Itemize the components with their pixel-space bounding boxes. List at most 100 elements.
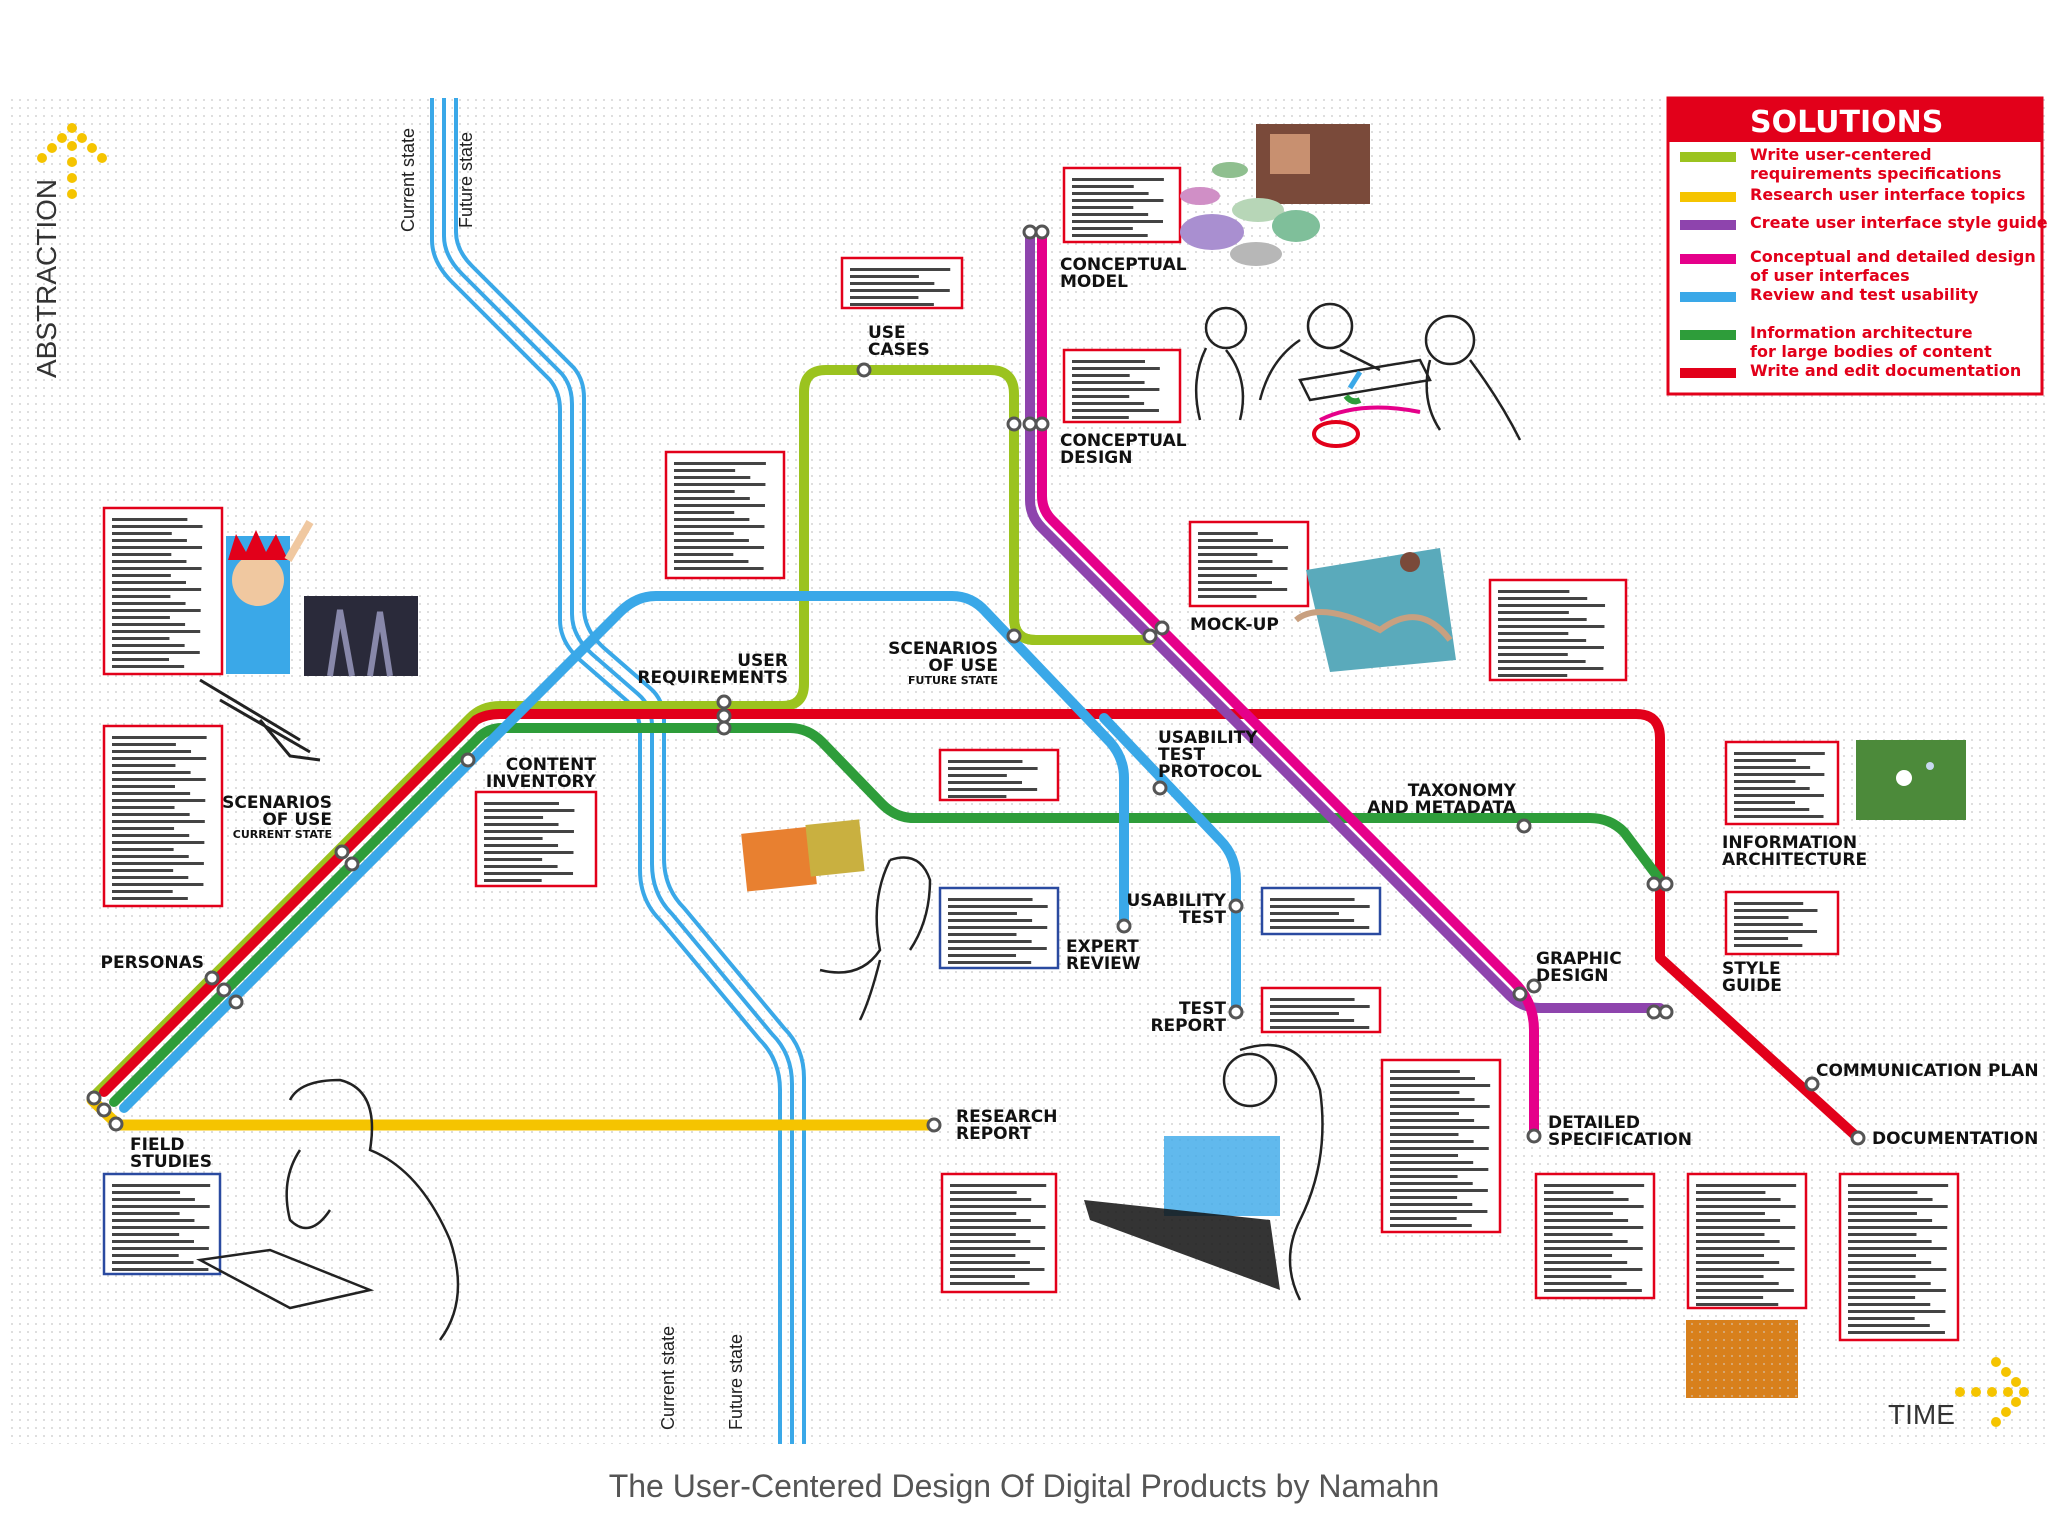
- future-state-label-bottom: Future state: [726, 1334, 746, 1430]
- station-label-use-cases: USE: [868, 323, 906, 343]
- station-label-information-architecture: ARCHITECTURE: [1722, 850, 1867, 870]
- illustration-reader: [196, 1078, 460, 1341]
- legend-swatch: [1680, 152, 1736, 162]
- state-river-white: [436, 98, 800, 1444]
- illustration-ia-photo: [1856, 740, 1966, 820]
- legend-item-label-line2: requirements specifications: [1750, 164, 2001, 183]
- abstraction-label: ABSTRACTION: [31, 179, 62, 378]
- station-label-content-inventory: INVENTORY: [486, 772, 597, 792]
- line-blue: [119, 591, 1129, 1113]
- station-label-usability-test: USABILITY: [1126, 891, 1226, 911]
- legend-item-label-line2: of user interfaces: [1750, 266, 1910, 285]
- station-sublabel-future-state: FUTURE STATE: [908, 674, 998, 687]
- illustration-kids-drawing: [1194, 302, 1522, 448]
- legend-item-label: Information architecture: [1750, 323, 1973, 342]
- current-state-label-top: Current state: [398, 128, 418, 232]
- time-arrow-icon: [1955, 1357, 2029, 1427]
- line-red: [99, 709, 1863, 1143]
- illustration-photo-conceptual-model: [1180, 124, 1370, 266]
- station-label-graphic-design: DESIGN: [1536, 966, 1608, 986]
- note-box: [1488, 578, 1628, 682]
- note-box: [102, 506, 224, 676]
- legend-item-label-line2: for large bodies of content: [1750, 342, 1992, 361]
- station-label-detailed-specification: SPECIFICATION: [1548, 1130, 1692, 1150]
- abstraction-arrow-icon: [37, 123, 107, 199]
- station-label-detailed-specification: DETAILED: [1548, 1113, 1640, 1133]
- legend-swatch: [1680, 330, 1736, 340]
- station-label-graphic-design: GRAPHIC: [1536, 949, 1622, 969]
- station-label-test-report: REPORT: [1150, 1016, 1226, 1036]
- station-label-content-inventory: CONTENT: [506, 755, 597, 775]
- illustration-child-photo: [226, 519, 418, 677]
- time-label: TIME: [1888, 1399, 1955, 1430]
- station-label-information-architecture: INFORMATION: [1722, 833, 1857, 853]
- station-label-conceptual-design: DESIGN: [1060, 448, 1132, 468]
- legend-item-label: Research user interface topics: [1750, 185, 2025, 204]
- illustration-texture-photo: [1686, 1320, 1798, 1398]
- note-box: [1838, 1172, 1960, 1342]
- station-label-use-cases: CASES: [868, 340, 930, 360]
- station-label-conceptual-design: CONCEPTUAL: [1060, 431, 1187, 451]
- state-river: [430, 98, 806, 1444]
- note-box: [1686, 1172, 1808, 1310]
- note-box: [1188, 520, 1310, 608]
- station-label-personas: PERSONAS: [101, 953, 205, 973]
- note-box: [1724, 740, 1840, 826]
- station-label-expert-review: EXPERT: [1066, 937, 1139, 957]
- line-blue-branch: [1099, 713, 1241, 1017]
- current-state-label-bottom: Current state: [658, 1326, 678, 1430]
- illustration-child-test: [1084, 1043, 1324, 1301]
- station-label-style-guide: STYLE: [1722, 959, 1781, 979]
- station-label-documentation: DOCUMENTATION: [1872, 1129, 2038, 1149]
- station-label-usability-test: TEST: [1179, 908, 1226, 928]
- legend-item-label: Conceptual and detailed design: [1750, 247, 2036, 266]
- line-magenta: [1037, 227, 1539, 1141]
- legend-header: [1668, 98, 2042, 142]
- legend-item-label: Write and edit documentation: [1750, 361, 2021, 380]
- note-box: [840, 256, 964, 310]
- note-box: [474, 790, 598, 888]
- station-label-scenarios-future: OF USE: [928, 656, 998, 676]
- station-label-test-report: TEST: [1179, 999, 1226, 1019]
- legend-swatch: [1680, 220, 1736, 230]
- illustration-hand-tool: [199, 678, 321, 762]
- note-box: [102, 724, 224, 908]
- legend-item-label: Create user interface style guides: [1750, 213, 2048, 232]
- line-dark-green: [109, 723, 1665, 1107]
- note-box: [938, 886, 1060, 970]
- station-label-mock-up: MOCK-UP: [1190, 615, 1279, 635]
- station-label-scenarios-current: SCENARIOS: [222, 793, 332, 813]
- note-box: [940, 1172, 1058, 1294]
- illustration-artwork-photo: [741, 819, 865, 892]
- station-label-communication-plan: COMMUNICATION PLAN: [1816, 1061, 2039, 1081]
- station-label-usability-test-protocol: TEST: [1158, 745, 1205, 765]
- station-label-taxonomy: TAXONOMY: [1408, 781, 1517, 801]
- legend-swatch: [1680, 192, 1736, 202]
- legend-swatch: [1680, 254, 1736, 264]
- legend-item-label: Write user-centered: [1750, 145, 1932, 164]
- station-label-field-studies: STUDIES: [130, 1152, 212, 1172]
- stations: [86, 224, 1866, 1146]
- legend-swatch: [1680, 292, 1736, 302]
- station-label-research-report: RESEARCH: [956, 1107, 1058, 1127]
- note-box: [1062, 166, 1182, 244]
- illustration-mockup-photo: [1294, 548, 1456, 672]
- station-label-usability-test-protocol: USABILITY: [1158, 728, 1258, 748]
- station-label-conceptual-model: CONCEPTUAL: [1060, 255, 1187, 275]
- figure-caption: The User-Centered Design Of Digital Prod…: [608, 1468, 1440, 1504]
- station-sublabel-current-state: CURRENT STATE: [233, 828, 332, 841]
- station-label-usability-test-protocol: PROTOCOL: [1158, 762, 1262, 782]
- station-label-user-requirements: USER: [737, 651, 788, 671]
- legend-item-label: Review and test usability: [1750, 285, 1979, 304]
- note-box: [102, 1172, 222, 1276]
- note-box: [1534, 1172, 1656, 1300]
- station-label-conceptual-model: MODEL: [1060, 272, 1128, 292]
- station-label-field-studies: FIELD: [130, 1135, 185, 1155]
- station-label-expert-review: REVIEW: [1066, 954, 1141, 974]
- note-box: [664, 450, 786, 580]
- station-label-scenarios-future: SCENARIOS: [888, 639, 998, 659]
- station-label-scenarios-current: OF USE: [262, 810, 332, 830]
- station-label-taxonomy: AND METADATA: [1367, 798, 1517, 818]
- note-box: [1260, 986, 1382, 1034]
